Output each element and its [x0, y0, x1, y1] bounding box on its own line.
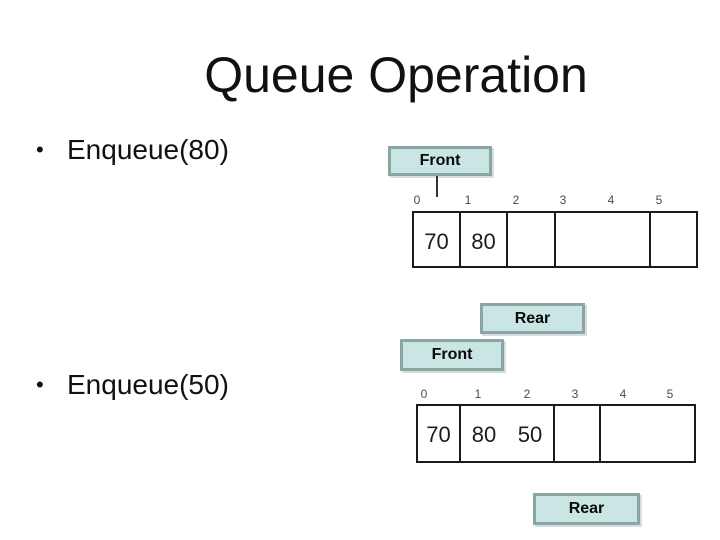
queue-cell: 80: [461, 213, 508, 266]
page-title: Queue Operation: [204, 47, 588, 103]
index-label: 4: [607, 193, 615, 207]
queue-array: 70 80: [412, 211, 698, 268]
index-label: 0: [420, 387, 428, 401]
rear-label: Rear: [514, 309, 551, 327]
queue-cell: 70: [414, 213, 461, 266]
bullet-icon: •: [36, 137, 44, 162]
index-row: 0 1 2 3 4 5: [412, 193, 698, 207]
index-label: 4: [619, 387, 627, 401]
front-pointer-line: [436, 176, 438, 197]
front-label-box: Front: [400, 339, 504, 371]
queue-cell: 80 50: [461, 406, 555, 461]
queue-cell: [556, 213, 651, 266]
front-label-box: Front: [388, 146, 492, 176]
queue-cell: [555, 406, 601, 461]
bullet-label: Enqueue(50): [67, 369, 229, 400]
rear-label-box: Rear: [480, 303, 585, 334]
queue-array: 70 80 50: [416, 404, 696, 463]
index-label: 3: [571, 387, 579, 401]
index-label: 2: [512, 193, 520, 207]
queue-cell-value: 50: [517, 422, 543, 447]
bullet-label: Enqueue(80): [67, 134, 229, 165]
queue-cell-value: 80: [471, 422, 497, 447]
bullet-item-enqueue-50: • Enqueue(50): [36, 368, 229, 402]
bullet-icon: •: [36, 372, 44, 397]
queue-cell: [508, 213, 556, 266]
queue-cell: 70: [418, 406, 461, 461]
front-label: Front: [419, 152, 461, 169]
queue-cell: [651, 213, 696, 266]
index-label: 2: [523, 387, 531, 401]
index-label: 0: [413, 193, 421, 207]
index-label: 1: [474, 387, 482, 401]
bullet-item-enqueue-80: • Enqueue(80): [36, 133, 229, 167]
index-label: 5: [666, 387, 674, 401]
rear-label-box: Rear: [533, 493, 640, 525]
queue-cell: [601, 406, 694, 461]
index-label: 3: [559, 193, 567, 207]
rear-label: Rear: [568, 500, 605, 517]
index-label: 1: [464, 193, 472, 207]
index-label: 5: [655, 193, 663, 207]
front-label: Front: [431, 346, 473, 363]
index-row: 0 1 2 3 4 5: [416, 387, 702, 401]
